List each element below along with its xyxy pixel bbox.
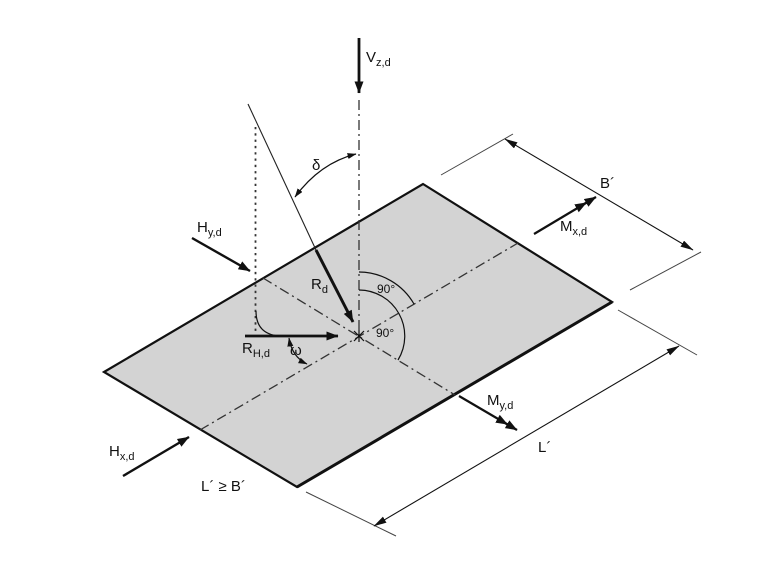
right-angle-arc-lower xyxy=(358,289,406,361)
omega-angle-arc xyxy=(287,337,308,365)
resultant-line-of-action xyxy=(247,103,317,251)
length-dimension xyxy=(305,309,698,537)
center-point-marker xyxy=(353,330,365,342)
right-angle-upper-label: 90° xyxy=(377,282,395,296)
width-dimension-line xyxy=(504,138,694,251)
resultant-label: Rd xyxy=(311,276,328,296)
right-angle-lower-label: 90° xyxy=(376,326,394,340)
horizontal-load-y-arrow xyxy=(191,236,251,273)
length-extension-line-left xyxy=(305,491,397,537)
moment-y-label: My,d xyxy=(487,392,513,412)
width-extension-line-top xyxy=(440,133,514,176)
length-dimension-label: L´ xyxy=(538,439,551,456)
width-dimension-label: B´ xyxy=(600,175,615,192)
delta-angle-arc xyxy=(294,153,357,198)
delta-angle-label: δ xyxy=(312,157,320,174)
horizontal-load-y-label: Hy,d xyxy=(197,219,222,239)
horizontal-load-x-label: Hx,d xyxy=(109,443,135,463)
length-extension-line-right xyxy=(617,309,698,356)
length-dimension-line xyxy=(373,345,680,527)
vertical-load-label: Vz,d xyxy=(366,49,391,69)
omega-angle-label: ω xyxy=(290,342,302,359)
moment-x-label: Mx,d xyxy=(560,218,587,238)
width-extension-line-bottom xyxy=(629,251,702,291)
dimension-condition-label: L´ ≥ B´ xyxy=(201,478,246,495)
width-dimension xyxy=(440,133,702,291)
horizontal-resultant-label: RH,d xyxy=(242,340,270,360)
resultant-arrow xyxy=(314,249,355,323)
horizontal-load-x-arrow xyxy=(122,435,190,478)
right-angle-arc-upper xyxy=(358,271,415,305)
right-angle-arc-reference xyxy=(255,310,280,337)
